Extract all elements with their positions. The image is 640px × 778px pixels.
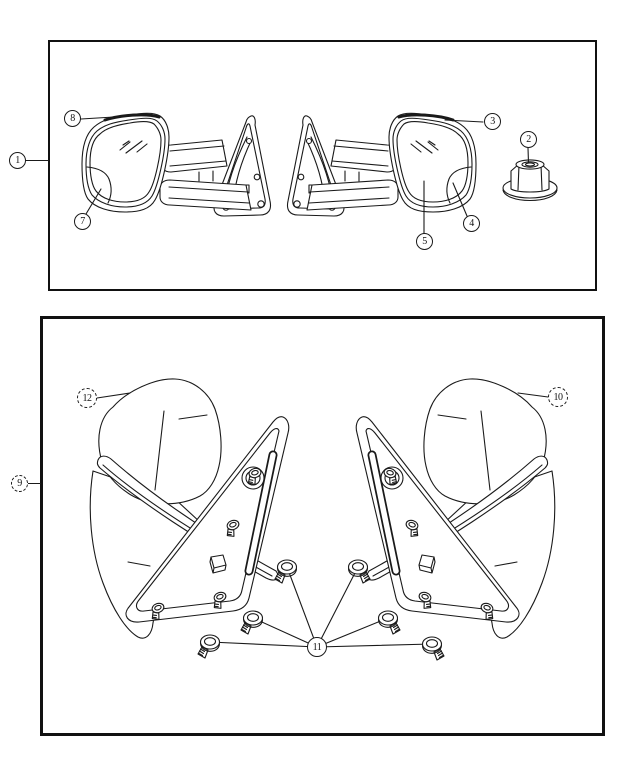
callout-9: 9	[11, 475, 28, 492]
standard-mirrors-artwork	[43, 319, 602, 661]
leader-line-callout-1	[25, 160, 49, 161]
callout-10: 10	[548, 387, 568, 407]
mirror-assembly-right-drawing	[356, 379, 555, 638]
towing-mirror-passenger-drawing	[285, 111, 478, 218]
flange-nut-drawing	[502, 159, 558, 202]
callout-1: 1	[9, 152, 26, 169]
panel-standard-mirrors	[40, 316, 605, 736]
callout-4: 4	[463, 215, 480, 232]
callout-5: 5	[416, 233, 433, 250]
leader-line-callout-9	[27, 483, 41, 484]
callout-8: 8	[64, 110, 81, 127]
callout-11: 11	[307, 637, 327, 657]
towing-mirrors-artwork	[80, 111, 558, 234]
leader-lines-bolts	[209, 566, 433, 648]
leader-lines-bottom	[96, 392, 549, 399]
mirror-assembly-left-drawing	[90, 379, 289, 638]
callout-12: 12	[77, 388, 97, 408]
callout-3: 3	[484, 113, 501, 130]
callout-7: 7	[74, 213, 91, 230]
leader-lines-top	[80, 116, 530, 234]
panel-towing-mirrors	[48, 40, 597, 291]
towing-mirror-driver-drawing	[80, 111, 273, 218]
callout-2: 2	[520, 131, 537, 148]
